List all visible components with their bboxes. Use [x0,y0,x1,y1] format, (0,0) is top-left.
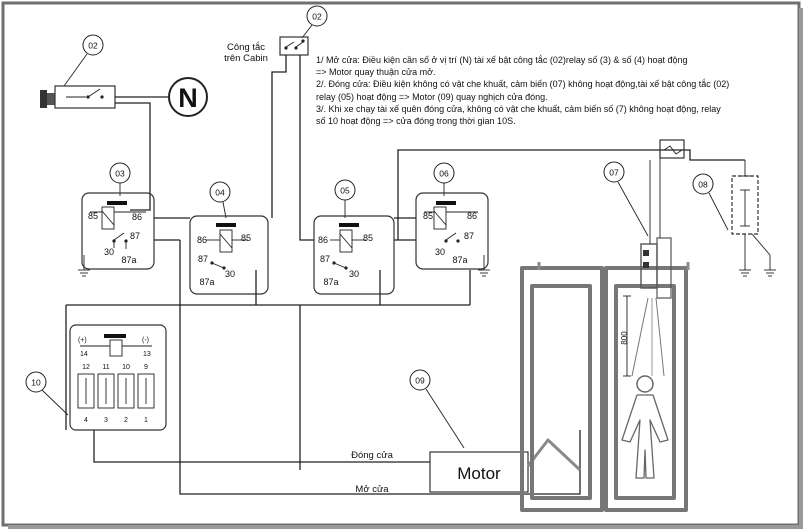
lamp-08: 08 [692,160,771,256]
relay-06-85: 85 [423,211,433,221]
sensor-07: 07 800 [603,150,672,377]
relay-03-86: 86 [132,212,142,222]
relay-03-87: 87 [130,231,140,241]
bus-door [520,262,690,512]
dimension-800: 800 [620,331,629,345]
callout-04: 04 [215,188,225,198]
timer-pin-13: 13 [143,351,151,358]
note-line-0: 1/ Mở cửa: Điều kiện cần số ở vị trí (N)… [316,55,688,65]
gear-switch: 02 N [40,34,208,211]
ground-symbols [78,255,776,277]
relay-05-30: 30 [349,269,359,279]
timer-top-pin-2: 10 [122,364,130,371]
switch-label-line2: trên Cabin [224,53,268,64]
neutral-symbol: N [178,83,198,113]
timer-relay-10: 10 (+) (-) 14 13 12 11 10 9 4 3 2 1 [25,324,167,431]
open-line-label: Mở cửa [355,484,389,495]
motor-09: 09 Motor Đóng cửa Mở cửa [351,369,582,495]
relay-05: 05 86 85 87 30 87a [313,179,395,295]
timer-bottom-pin-0: 4 [84,417,88,424]
note-line-3: relay (05) hoạt động => Motor (09) quay … [316,91,548,102]
timer-bottom-pin-2: 2 [124,417,128,424]
relay-04: 04 86 85 87 30 87a [189,181,269,295]
note-line-4: 3/. Khi xe chạy tài xế quên đóng cửa, kh… [316,103,721,114]
relay-03-85: 85 [88,211,98,221]
callout-10: 10 [31,378,41,388]
relay-06-87: 87 [464,231,474,241]
relay-06-30: 30 [435,247,445,257]
timer-bottom-pin-3: 1 [144,417,148,424]
motor-label: Motor [457,464,501,483]
relay-06: 06 85 86 87 30 87a [415,162,489,270]
relay-04-87a: 87a [199,277,214,287]
timer-top-pin-0: 12 [82,364,90,371]
relay-04-86: 86 [197,235,207,245]
callout-02-top-circle [306,5,328,27]
timer-plus: (+) [78,337,87,344]
timer-pin-14: 14 [80,351,88,358]
frame-shadow-bottom [8,525,803,529]
close-line-label: Đóng cửa [351,450,393,461]
relay-05-86: 86 [318,235,328,245]
timer-bottom-pin-1: 3 [104,417,108,424]
callout-02-left-circle [82,34,104,56]
switch-label-line1: Công tắc [227,42,265,53]
relay-03-87a: 87a [121,255,136,265]
callout-03: 03 [115,169,125,179]
relay-05-87a: 87a [323,277,338,287]
timer-minus: (-) [142,337,149,344]
neutral-symbol-circle [168,77,208,117]
note-line-5: số 10 hoạt động => cửa đóng trong thời g… [316,116,516,127]
person-icon [621,375,669,479]
callout-08: 08 [698,180,708,190]
callout-02-top: 02 [312,12,322,22]
relay-04-30: 30 [225,269,235,279]
relay-04-85: 85 [241,233,251,243]
relay-03: 03 85 86 87 30 87a [81,162,155,270]
relay-05-85: 85 [363,233,373,243]
frame-shadow-right [799,8,803,528]
relay-03-30: 30 [104,247,114,257]
timer-top-pin-1: 11 [102,364,109,371]
callout-05: 05 [340,186,350,196]
note-line-1: => Motor quay thuận cửa mở. [316,67,436,78]
relay-06-87a: 87a [452,255,467,265]
relay-05-87: 87 [320,254,330,264]
cabin-switch: 02 Công tắc trên Cabin [224,5,328,64]
callout-02-left: 02 [88,41,98,51]
instruction-notes: 1/ Mở cửa: Điều kiện cần số ở vị trí (N)… [316,54,786,127]
timer-top-pin-3: 9 [144,364,148,371]
callout-09: 09 [415,376,425,386]
relay-06-86: 86 [467,211,477,221]
relay-04-87: 87 [198,254,208,264]
gear-switch-body [40,90,47,108]
wiring [65,55,745,495]
callout-07: 07 [609,168,619,178]
callout-06: 06 [439,169,449,179]
note-line-2: 2/. Đóng cửa: Điều kiện không có vật che… [316,79,730,90]
